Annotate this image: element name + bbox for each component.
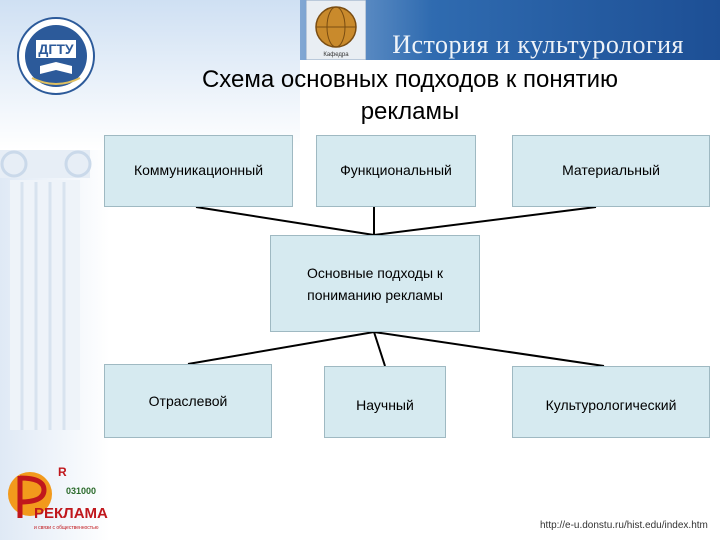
approach-label: Научный [356, 397, 414, 413]
central-box: Основные подходы к пониманию рекламы [270, 235, 480, 332]
approach-label: Культурологический [545, 397, 677, 413]
logo-dgtu-text: ДГТУ [38, 41, 73, 57]
central-label: Основные подходы к пониманию рекламы [306, 264, 444, 303]
footer-url[interactable]: http://e-u.donstu.ru/hist.edu/index.htm [540, 520, 708, 531]
approach-box-culturological: Культурологический [512, 366, 710, 438]
reklama-logo-code: 031000 [66, 486, 96, 496]
slide-title: Схема основных подходов к понятию реклам… [201, 66, 619, 125]
connector-line [373, 206, 597, 236]
approach-label: Отраслевой [148, 393, 228, 409]
emblem-logo: Кафедра [306, 0, 366, 60]
approach-box-sectoral: Отраслевой [104, 364, 272, 438]
connector-line [187, 331, 375, 365]
approach-label: Материальный [562, 162, 660, 178]
reklama-logo-word: РЕКЛАМА [34, 505, 108, 522]
reklama-logo-sub: и связи с общественностью [34, 525, 99, 531]
connector-line [373, 331, 386, 367]
approach-box-material: Материальный [512, 135, 710, 207]
emblem-caption: Кафедра [323, 52, 349, 58]
approach-box-scientific: Научный [324, 366, 446, 438]
approach-box-communication: Коммуникационный [104, 135, 293, 207]
reklama-logo-r: R [58, 465, 67, 479]
header-title: История и культурология [392, 30, 684, 59]
university-logo: ДГТУ [17, 17, 95, 95]
column-decoration [0, 150, 92, 430]
approach-label: Функциональный [340, 162, 452, 178]
connector-line [373, 331, 605, 367]
reklama-logo: R 031000 РЕКЛАМА и связи с общественност… [8, 465, 108, 531]
approach-label: Коммуникационный [133, 162, 264, 178]
approach-box-functional: Функциональный [316, 135, 476, 207]
connector-line [195, 206, 375, 236]
